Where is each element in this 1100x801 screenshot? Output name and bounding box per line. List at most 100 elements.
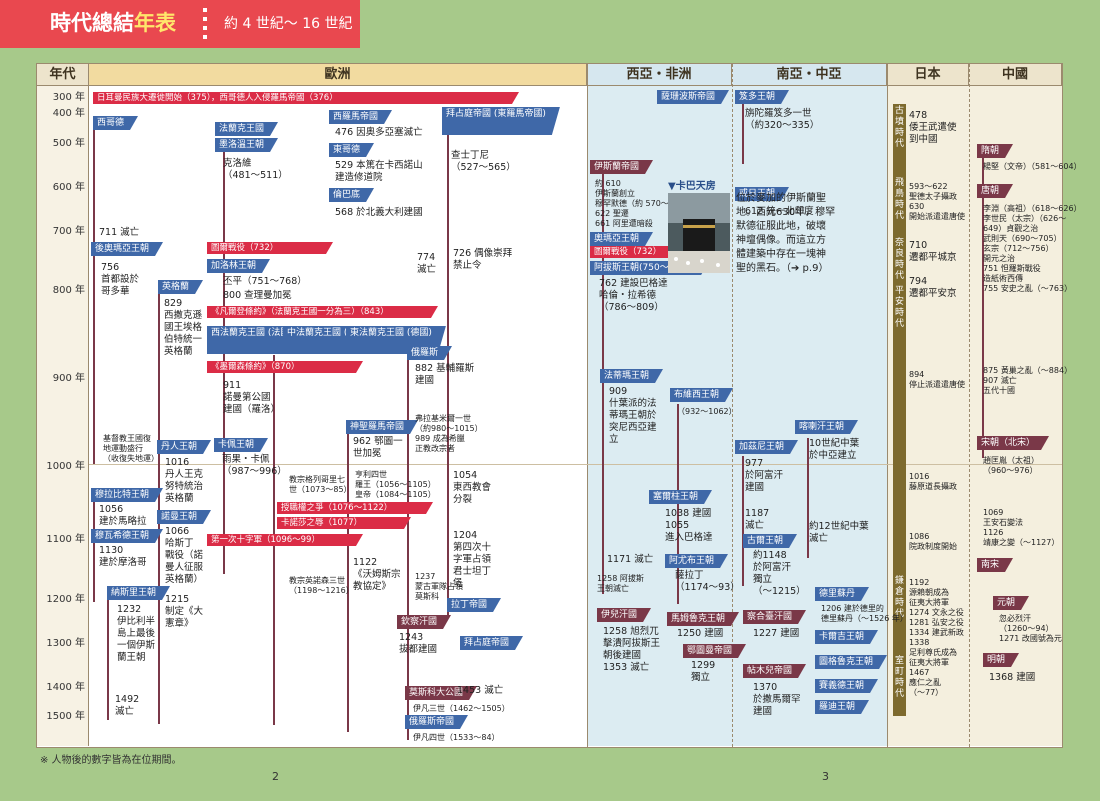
lineage-line — [347, 422, 349, 732]
state-mamluk: 馬姆魯克王朝 — [667, 612, 739, 626]
year-label: 1500 年 — [46, 711, 85, 722]
state-byzantine-restored: 拜占庭帝國 — [460, 636, 523, 650]
event-first-crusade: 第一次十字軍（1096～99） — [207, 534, 363, 546]
kaaba-photo — [668, 193, 730, 273]
header-china: 中國 — [969, 64, 1062, 86]
event-tours: 圖爾戰役（732） — [207, 242, 333, 254]
note-476: 476 因奧多亞塞滅亡 — [335, 127, 423, 138]
state-umayyad: 奧瑪亞王朝 — [590, 232, 653, 246]
event-mersen: 《墨爾森條約》（870） — [207, 361, 363, 373]
header-south-asia: 南亞・中亞 — [732, 64, 887, 86]
kaaba-image — [668, 193, 730, 273]
note-478: 478 倭王武遣使 到中國 — [909, 110, 957, 145]
note-yuan: 忽必烈汗 （1260～94） 1271 改國號為元 — [999, 614, 1062, 643]
era-heian: 平安時代 — [893, 284, 906, 574]
note-1232: 1232 伊比利半 島上最後 一個伊斯 蘭王朝 — [117, 604, 156, 663]
state-yuan: 元朝 — [993, 596, 1029, 610]
note-1171: 1171 滅亡 — [607, 554, 654, 565]
note-1086: 1086 院政制度開始 — [909, 532, 957, 551]
year-label: 1400 年 — [46, 682, 85, 693]
note-1069: 1069 王安石變法 1126 靖康之變（～1127） — [983, 508, 1060, 547]
note-ivan4: 伊凡四世（1533～84） — [413, 733, 500, 742]
state-buyid: 布維西王朝 — [670, 388, 733, 402]
state-ilkhanate: 伊兒汗國 — [597, 608, 651, 622]
era-asuka: 飛鳥時代 — [893, 176, 906, 236]
lineage-line — [158, 294, 160, 724]
note-726: 726 偶像崇拜 禁止令 — [453, 248, 513, 271]
note-977: 977 於阿富汗 建國 — [745, 458, 784, 493]
state-capet: 卡佩王朝 — [214, 438, 268, 452]
state-ostrogoths: 東哥德 — [329, 143, 374, 157]
header-europe: 歐洲 — [89, 64, 587, 86]
state-later-umayyad: 後奧瑪亞王朝 — [91, 242, 163, 256]
timeline-sheet: 年代 歐洲 西亞・非洲 南亞・中亞 日本 中國 300 年 400 年 500 … — [36, 63, 1082, 748]
note-1054: 1054 東西教會 分裂 — [453, 470, 492, 505]
year-label: 1200 年 — [46, 594, 85, 605]
state-sayyid: 賽義德王朝 — [815, 679, 878, 693]
note-962: 962 鄂圖一 世加冕 — [353, 436, 403, 459]
year-label: 600 年 — [52, 182, 85, 193]
state-rus: 俄羅斯 — [407, 346, 452, 360]
year-label: 900 年 — [52, 373, 85, 384]
lineage-line — [742, 104, 744, 164]
note-chandragupta: 旃陀羅笈多一世 （約320～335） — [745, 108, 820, 131]
note-612: 612 統一北印度 — [745, 206, 814, 217]
state-lombards: 倫巴底 — [329, 188, 374, 202]
note-1258: 1258 阿拔斯 王朝滅亡 — [597, 574, 644, 593]
state-ming: 明朝 — [983, 653, 1019, 667]
state-tughlaq: 圖格魯克王朝 — [815, 655, 887, 669]
note-1237: 1237 蒙古軍隊占領 莫斯科 — [415, 572, 463, 601]
year-label: 1000 年 — [46, 461, 85, 472]
note-1187: 1187 滅亡 — [745, 508, 770, 531]
year-label: 500 年 — [52, 138, 85, 149]
footnote: ※ 人物後的數字皆為在位期間。 — [40, 755, 182, 766]
row-line-1000 — [89, 464, 1062, 465]
state-khalji: 卡爾吉王朝 — [815, 630, 878, 644]
note-894: 894 停止派遣遣唐使 — [909, 370, 965, 389]
note-1192: 1192 源賴朝成為 征夷大將軍 1274 文永之役 1281 弘安之役 133… — [909, 578, 964, 697]
state-gupta: 笈多王朝 — [735, 90, 789, 104]
note-song: 趙匡胤（太祖） （960～976） — [983, 456, 1039, 475]
column-divider — [587, 64, 588, 747]
note-932: （932～1062） — [677, 407, 737, 416]
note-882: 882 基輔羅斯 建國 — [415, 363, 475, 386]
east-asia-panel — [887, 86, 1062, 746]
state-ayyubid: 阿尤布王朝 — [665, 554, 728, 568]
lineage-line — [93, 128, 95, 242]
note-1215: 1215 制定《大 憲章》 — [165, 594, 204, 629]
state-ghaznavid: 加茲尼王朝 — [735, 440, 798, 454]
note-911: 911 諾曼第公國 建國（羅洛） — [223, 380, 281, 415]
state-ottoman: 鄂圖曼帝國 — [683, 644, 746, 658]
note-j1016: 1016 藤原道長攝政 — [909, 472, 957, 491]
lineage-line — [93, 502, 95, 602]
era-kamakura: 鎌倉時代 — [893, 574, 906, 654]
note-saladin: 薩拉丁 （1174～93） — [675, 570, 740, 593]
era-kofun: 古墳時代 — [893, 104, 906, 176]
state-normans: 諾曼王朝 — [157, 510, 211, 524]
lineage-line — [407, 360, 409, 740]
note-774: 774 滅亡 — [417, 252, 437, 275]
note-charles: 800 查理曼加冕 — [223, 290, 292, 301]
page-subtitle: 約 4 世紀～ 16 世紀 — [224, 16, 353, 32]
note-568: 568 於北義大利建國 — [335, 207, 423, 218]
page-title: 時代總結年表 — [50, 11, 176, 35]
lineage-line — [807, 438, 809, 558]
header-year: 年代 — [37, 64, 89, 86]
note-593: 593～622 聖德太子攝政 630 開始派遣遣唐使 — [909, 182, 965, 221]
note-710: 710 遷都平城京 — [909, 240, 957, 263]
state-sui: 隋朝 — [977, 144, 1013, 158]
note-1204: 1204 第四次十 字軍占領 君士坦丁 堡 — [453, 530, 492, 589]
era-muromachi: 室町時代 — [893, 654, 906, 716]
note-1016: 1016 丹人王克 努特統治 英格蘭 — [165, 457, 204, 504]
note-1368: 1368 建國 — [989, 672, 1036, 683]
note-sui: 楊堅（文帝）（581～604） — [983, 162, 1082, 171]
year-column — [37, 86, 89, 746]
note-ivan3: 伊凡三世（1462～1505） — [413, 704, 510, 713]
column-divider — [732, 64, 733, 747]
state-kipchak: 欽察汗國 — [397, 615, 451, 629]
state-franks: 法蘭克王國 — [215, 122, 278, 136]
lineage-line — [107, 600, 109, 720]
state-moscow: 莫斯科大公國 — [405, 686, 477, 700]
note-justinian: 查士丁尼 （527～565） — [451, 150, 516, 173]
title-banner — [0, 0, 360, 48]
